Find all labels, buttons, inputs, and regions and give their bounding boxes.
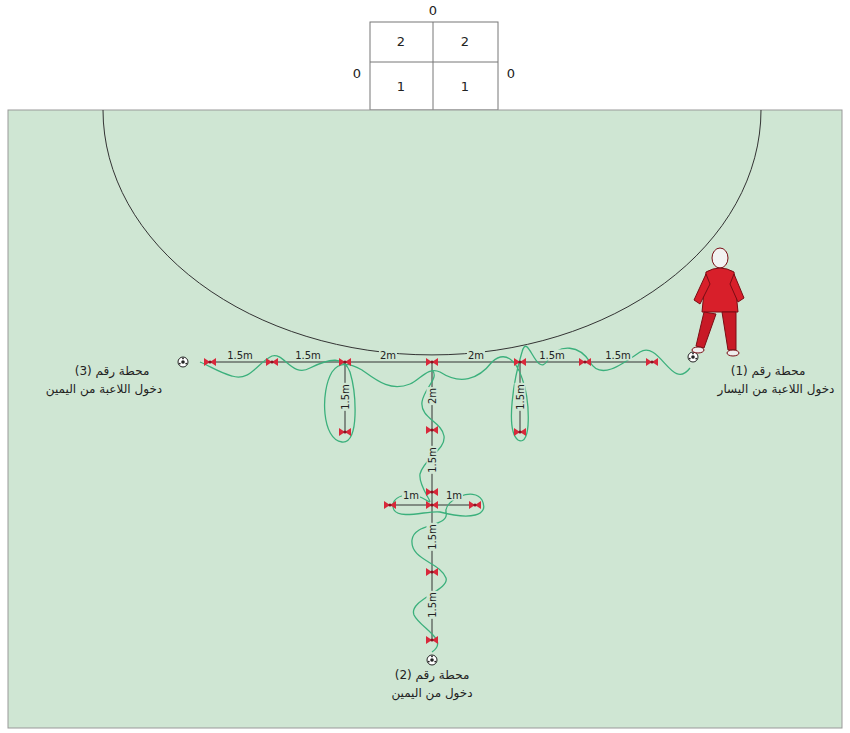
dimension-label: 1.5m <box>515 383 526 411</box>
dimension-label: 1.5m <box>226 350 254 361</box>
dimension-label: 1.5m <box>538 350 566 361</box>
dimension-label: 1.5m <box>427 523 438 551</box>
dimension-label: 2m <box>379 350 397 361</box>
station-label: دخول من اليمين <box>391 687 472 700</box>
goal-score: 2 <box>397 35 405 49</box>
dimension-label: 1m <box>445 490 463 501</box>
dimension-label: 2m <box>467 350 485 361</box>
goal-score: 2 <box>461 35 469 49</box>
field <box>8 110 842 728</box>
station-label: محطة رقم (3) <box>75 365 150 378</box>
station-label: دخول اللاعبة من اليمين <box>46 383 162 396</box>
goal-score: 1 <box>461 80 469 94</box>
goal-score: 0 <box>507 67 515 81</box>
dimension-label: 2m <box>427 387 438 405</box>
station-label: محطة رقم (1) <box>731 365 806 378</box>
balls <box>178 352 698 665</box>
goal-score: 1 <box>397 80 405 94</box>
player-figure <box>692 248 744 356</box>
layout-lines <box>208 362 654 640</box>
penalty-arc <box>103 110 761 355</box>
station-label: دخول اللاعبة من اليسار <box>718 383 835 396</box>
dimension-label: 1.5m <box>427 591 438 619</box>
dimension-label: 1.5m <box>340 383 351 411</box>
station-label: محطة رقم (2) <box>395 669 470 682</box>
dimension-label: 1.5m <box>294 350 322 361</box>
run-paths <box>200 346 690 652</box>
goal-score: 0 <box>429 4 437 18</box>
cones <box>204 358 658 644</box>
dimension-label: 1.5m <box>604 350 632 361</box>
goal-score: 0 <box>353 67 361 81</box>
dimension-label: 1m <box>402 490 420 501</box>
goal-grid <box>370 22 498 110</box>
dimension-label: 1.5m <box>427 446 438 474</box>
